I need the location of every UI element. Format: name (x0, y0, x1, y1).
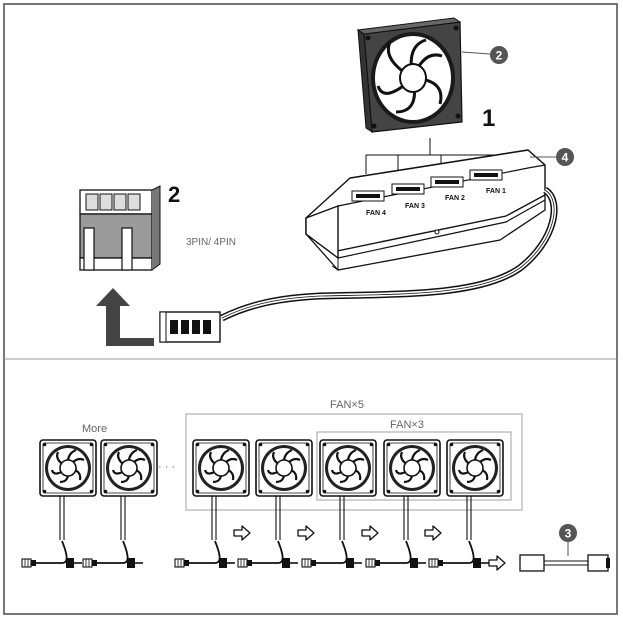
chain-fan-1 (38, 438, 98, 498)
chain-fan-5 (318, 438, 378, 498)
callout-circle-3-label: 3 (565, 527, 572, 541)
fan-x3-label: FAN×3 (390, 419, 424, 431)
fan-x5-box (185, 413, 523, 511)
insert-arrow (96, 288, 154, 346)
chain-cables (59, 496, 472, 540)
callout-number-1: 1 (482, 105, 495, 132)
more-label: More (82, 423, 107, 435)
fan-x3-box (316, 431, 512, 501)
chain-fan-4 (254, 438, 314, 498)
chain-fan-7 (445, 438, 505, 498)
callout-number-2: 2 (168, 182, 180, 207)
ellipsis-label: · · · (158, 461, 175, 473)
connector-type-label: 3PIN/ 4PIN (186, 237, 236, 248)
port-label-fan1: FAN 1 (486, 188, 506, 195)
fan-hub (305, 149, 546, 271)
port-label-fan4: FAN 4 (366, 210, 386, 217)
large-fan (356, 17, 463, 133)
callout-line-2 (461, 51, 491, 55)
callout-circle-2-label: 2 (496, 49, 503, 63)
header-connector (79, 185, 161, 271)
chain-fan-3 (191, 438, 251, 498)
callout-circle-4-label: 4 (562, 151, 569, 165)
callout-circle-4 (556, 148, 574, 166)
chain-fan-6 (382, 438, 442, 498)
port-label-fan2: FAN 2 (445, 195, 465, 202)
hub-cable (220, 186, 558, 322)
callout-circle-3 (559, 524, 577, 542)
chain-connectors (21, 540, 489, 568)
fan-x5-label: FAN×5 (330, 399, 364, 411)
callout-circle-2 (490, 46, 508, 64)
extension-cable (519, 554, 610, 572)
port-label-fan3: FAN 3 (405, 203, 425, 210)
chain-fan-2 (99, 438, 159, 498)
outer-frame (3, 3, 618, 615)
cable-connector (159, 311, 221, 343)
